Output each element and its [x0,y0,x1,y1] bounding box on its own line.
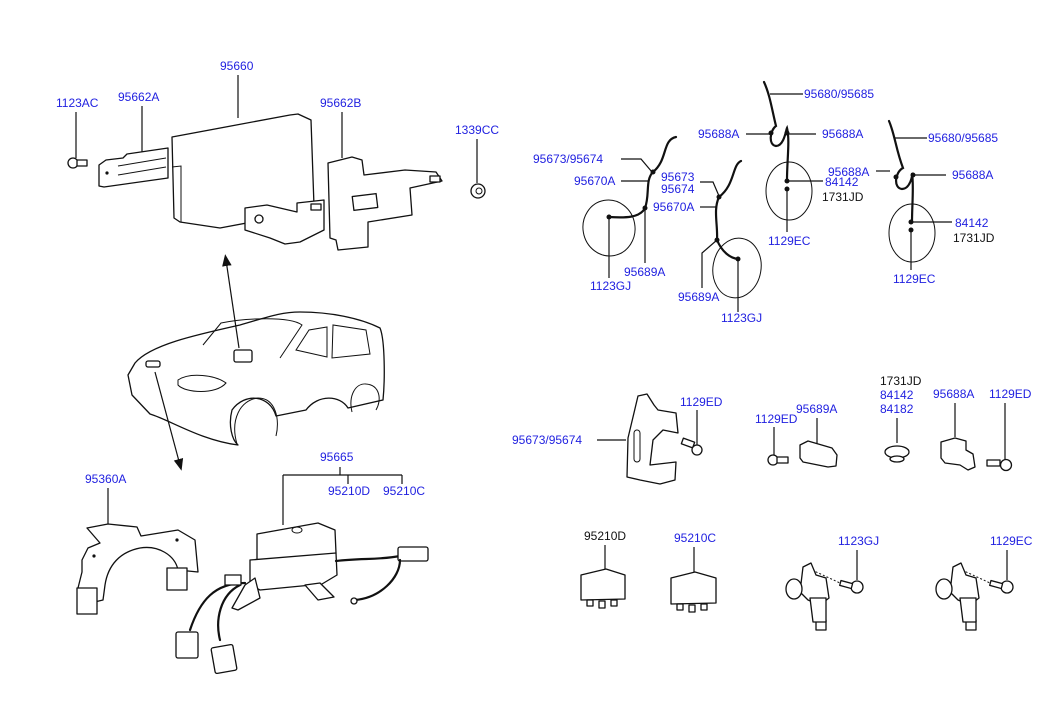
label-95660[interactable]: 95660 [220,59,254,73]
sensor-wire-1 [607,135,678,219]
label-1129ed-b[interactable]: 1129ED [755,412,798,426]
label-84182-grommet[interactable]: 84182 [880,402,914,416]
label-1123gj-sensor[interactable]: 1123GJ [838,534,879,548]
label-95688a-r2-right[interactable]: 95688A [952,168,993,182]
label-95662a[interactable]: 95662A [118,90,159,104]
label-1129ed-a[interactable]: 1129ED [680,395,723,409]
label-95689a-b[interactable]: 95689A [678,290,719,304]
label-95210d-relay: 95210D [584,529,626,543]
label-95680-95685-a[interactable]: 95680/95685 [804,87,874,101]
label-1123gj-b[interactable]: 1123GJ [721,311,762,325]
label-95688a-r2-left[interactable]: 95688A [828,165,869,179]
ecu-mount-plate [244,199,325,245]
rear-sensor-2: 95680/95685 95688A 95688A 84142 1731JD 1… [828,119,998,286]
label-1129ec-r2[interactable]: 1129EC [893,272,936,286]
relay-location-marker [145,360,161,368]
label-95680-95685-b[interactable]: 95680/95685 [928,131,998,145]
leader-95689a-2 [701,239,718,288]
label-95688a-clip[interactable]: 95688A [933,387,974,401]
connector-b [210,643,238,675]
front-wheel-sensor [785,562,864,631]
label-95210c-ref[interactable]: 95210C [383,484,425,498]
front-sensor-1: 95673/95674 95670A 95689A 1123GJ [533,135,678,293]
label-95689a-a[interactable]: 95689A [624,265,665,279]
arrow-to-ecu [222,254,240,349]
label-95673-95674-a[interactable]: 95673/95674 [533,152,603,166]
label-95360a[interactable]: 95360A [85,472,126,486]
rear-wheel-sensor [935,562,1014,631]
clip-95689a [799,440,838,468]
ecu-bracket-b [327,156,443,251]
ecu-group: 1123AC 95662A 95660 95662B 1339CC [56,59,499,251]
label-95670a-a[interactable]: 95670A [574,174,615,188]
label-1123ac[interactable]: 1123AC [56,96,99,110]
relay-group: 95360A 95665 95210D 95210C [76,450,429,675]
label-95662b[interactable]: 95662B [320,96,361,110]
rear-sensor-1: 95680/95685 95688A 95688A 84142 1731JD 1… [698,80,874,248]
label-95673-b[interactable]: 95673 [661,170,695,184]
label-1129ec-r1[interactable]: 1129EC [768,234,811,248]
label-84142-r2[interactable]: 84142 [955,216,989,230]
bolt-icon [680,437,703,456]
ecu-location-marker [233,349,253,363]
small-parts-row: 95673/95674 1129ED 1129ED 95689A 1731JD … [512,374,1032,485]
label-95210c-relay[interactable]: 95210C [674,531,716,545]
leader-harness-2 [700,181,720,197]
label-95688a-r1-left[interactable]: 95688A [698,127,739,141]
label-84142-r1[interactable]: 84142 [825,175,859,189]
label-1129ec-sensor[interactable]: 1129EC [990,534,1033,548]
label-95673-95674-bracket[interactable]: 95673/95674 [512,433,582,447]
grommet-icon [884,445,910,463]
ecu-bracket-a [98,147,169,188]
sensor-wire-2 [714,159,743,261]
sensor-wire-r1 [762,80,790,182]
label-95210d-ref[interactable]: 95210D [328,484,370,498]
label-95670a-b[interactable]: 95670A [653,200,694,214]
label-1731jd-r2: 1731JD [953,231,995,245]
leader-harness-1 [621,158,653,173]
label-95688a-r1-right[interactable]: 95688A [822,127,863,141]
arrow-to-relay [154,371,184,471]
relay-sensor-row: 95210D 95210C 1123GJ 1129EC [580,529,1033,631]
sensor-wire-r2 [887,119,914,224]
clip-95688a [940,437,976,471]
front-sensor-2: 95673 95674 95670A 95689A 1123GJ [653,159,762,325]
label-84142-grommet[interactable]: 84142 [880,388,914,402]
connector-a [175,631,199,659]
label-1123gj-a[interactable]: 1123GJ [590,279,631,293]
label-1339cc[interactable]: 1339CC [455,123,499,137]
bolt-icon [67,157,88,169]
label-1129ed-c[interactable]: 1129ED [989,387,1032,401]
label-95665[interactable]: 95665 [320,450,354,464]
label-95674-b[interactable]: 95674 [661,182,695,196]
front-sensor-bracket [626,393,679,485]
vehicle-outline [127,254,385,471]
bolt-icon [986,458,1013,472]
relay-95210c [670,571,717,613]
relay-95210d [580,568,626,609]
label-1731jd-r1: 1731JD [822,190,864,204]
label-1731jd-grommet: 1731JD [880,374,922,388]
bolt-icon [767,454,789,466]
nut-icon [470,183,486,199]
label-95689a-clip[interactable]: 95689A [796,402,837,416]
